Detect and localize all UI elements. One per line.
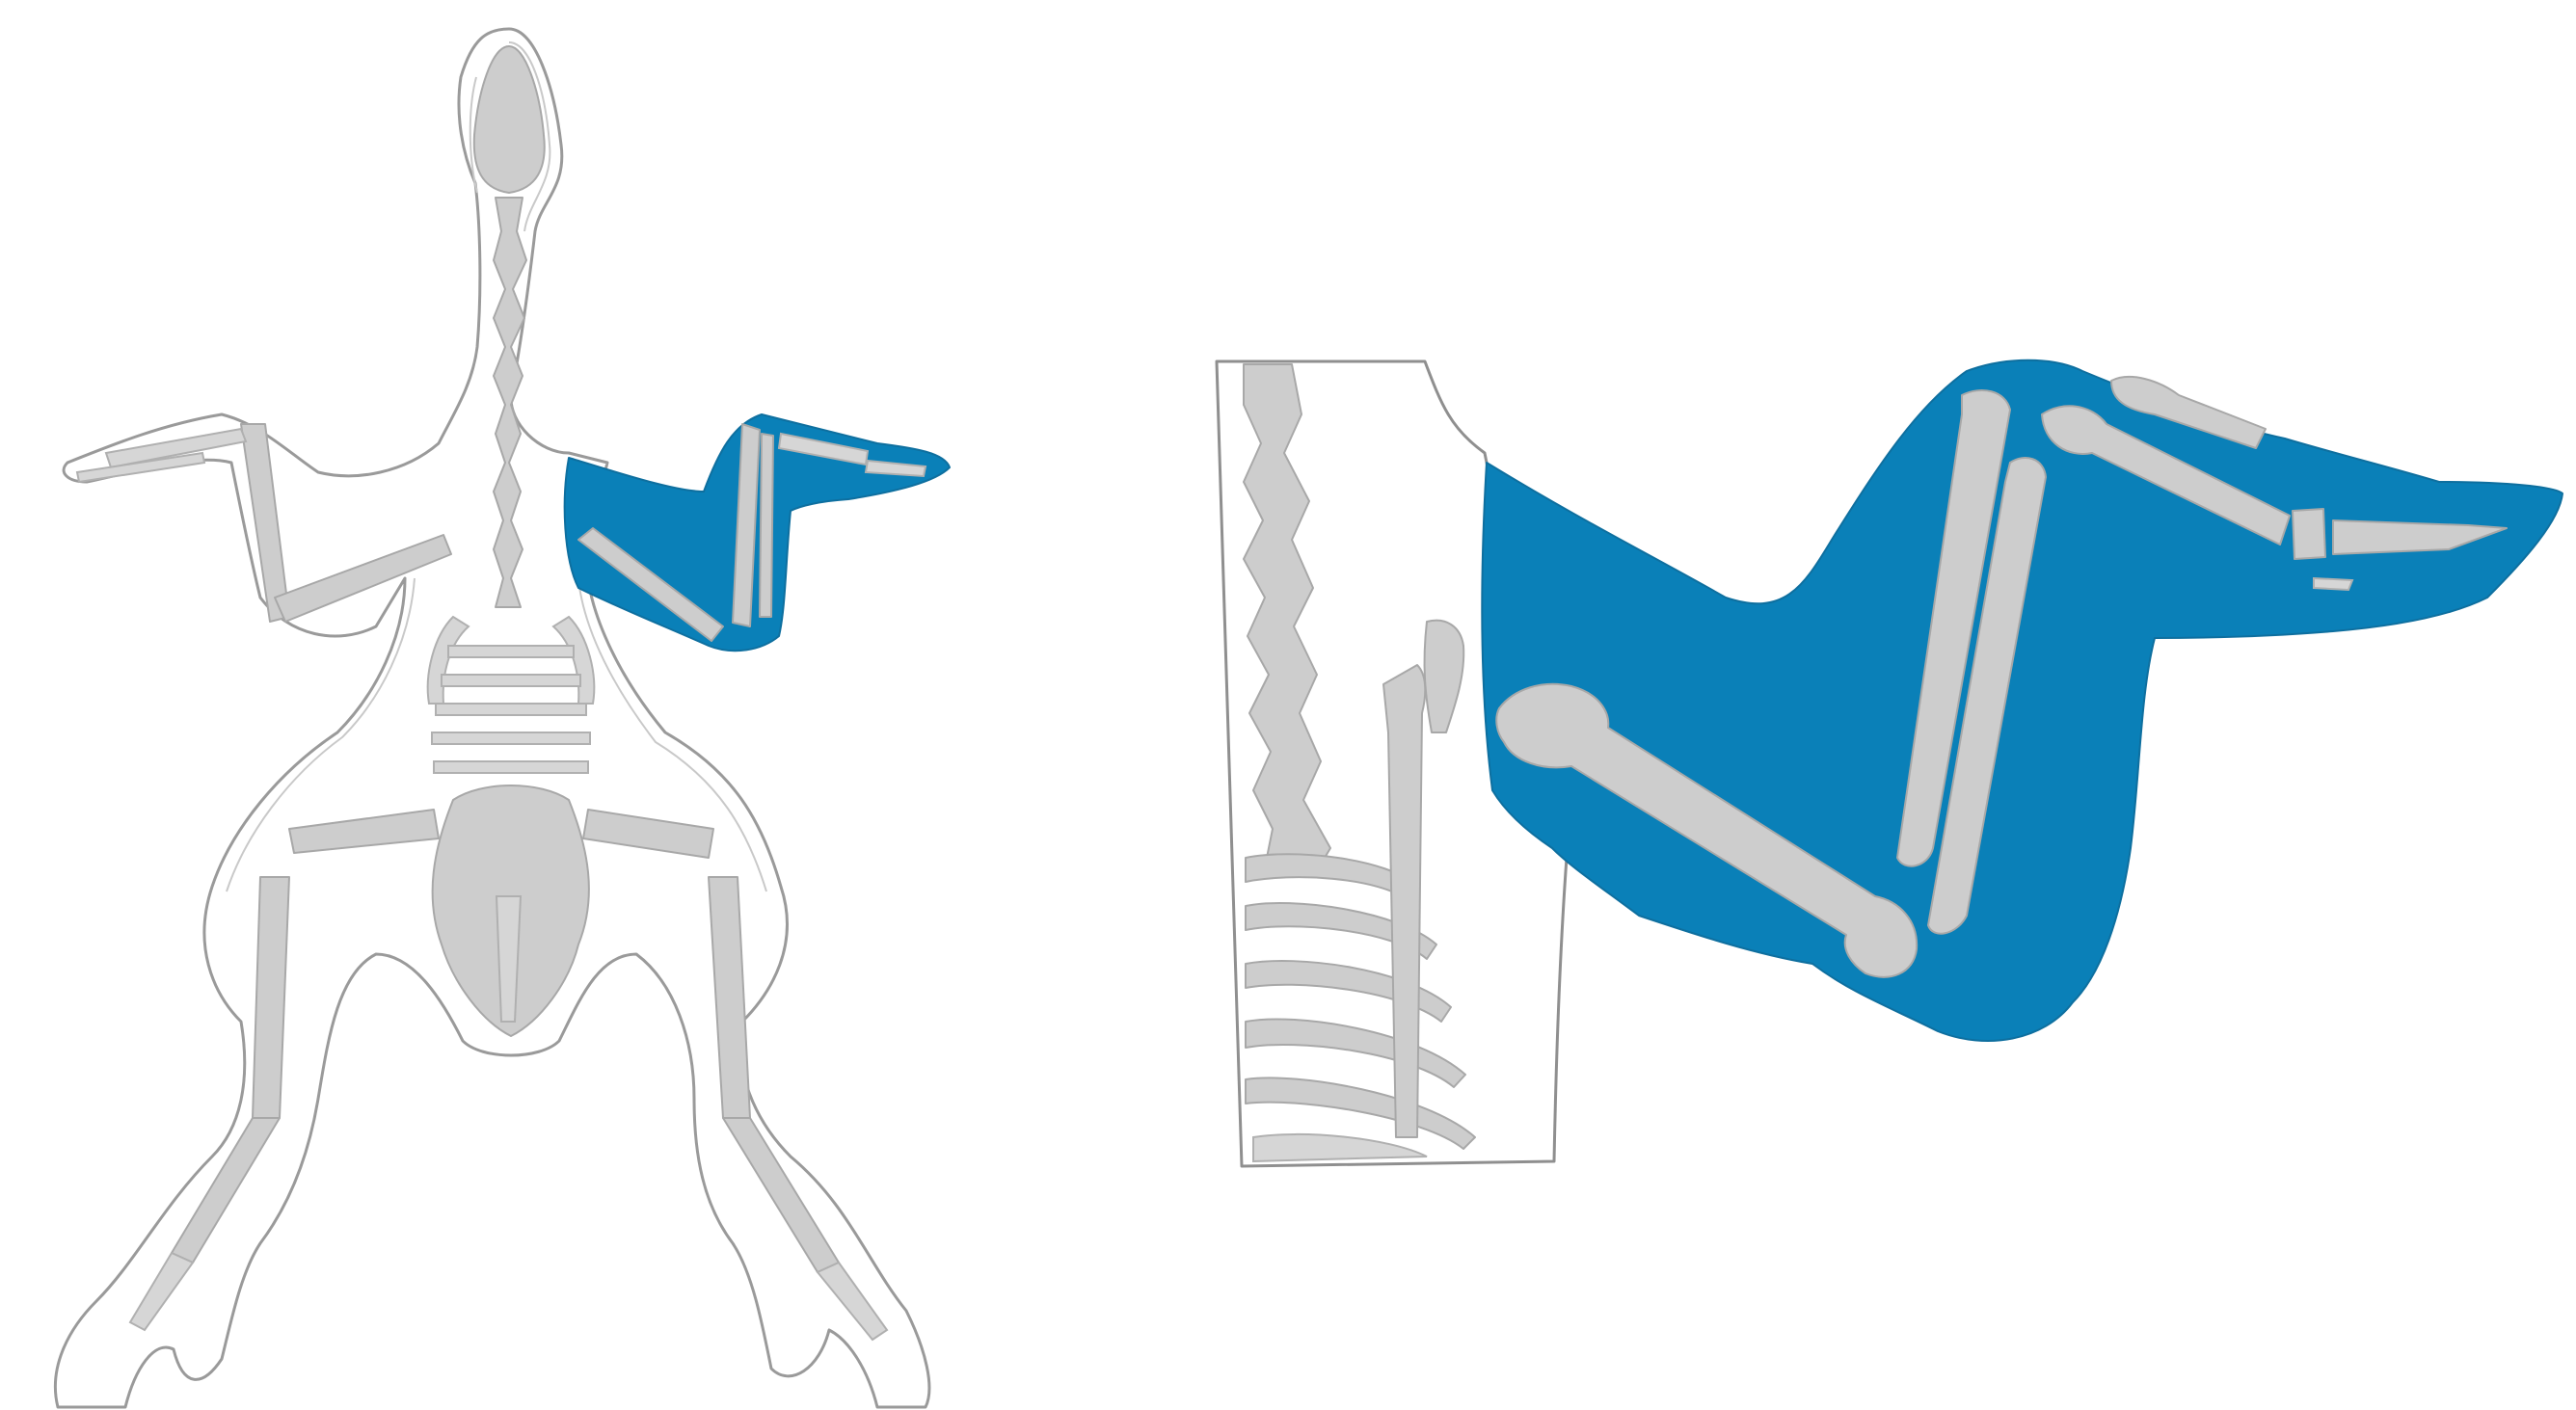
wing-closeup-panel (1217, 360, 2563, 1166)
closeup-phalanx-1 (2293, 509, 2325, 559)
full-skeleton-panel (55, 29, 950, 1407)
closeup-phalanx-3 (2314, 578, 2352, 590)
